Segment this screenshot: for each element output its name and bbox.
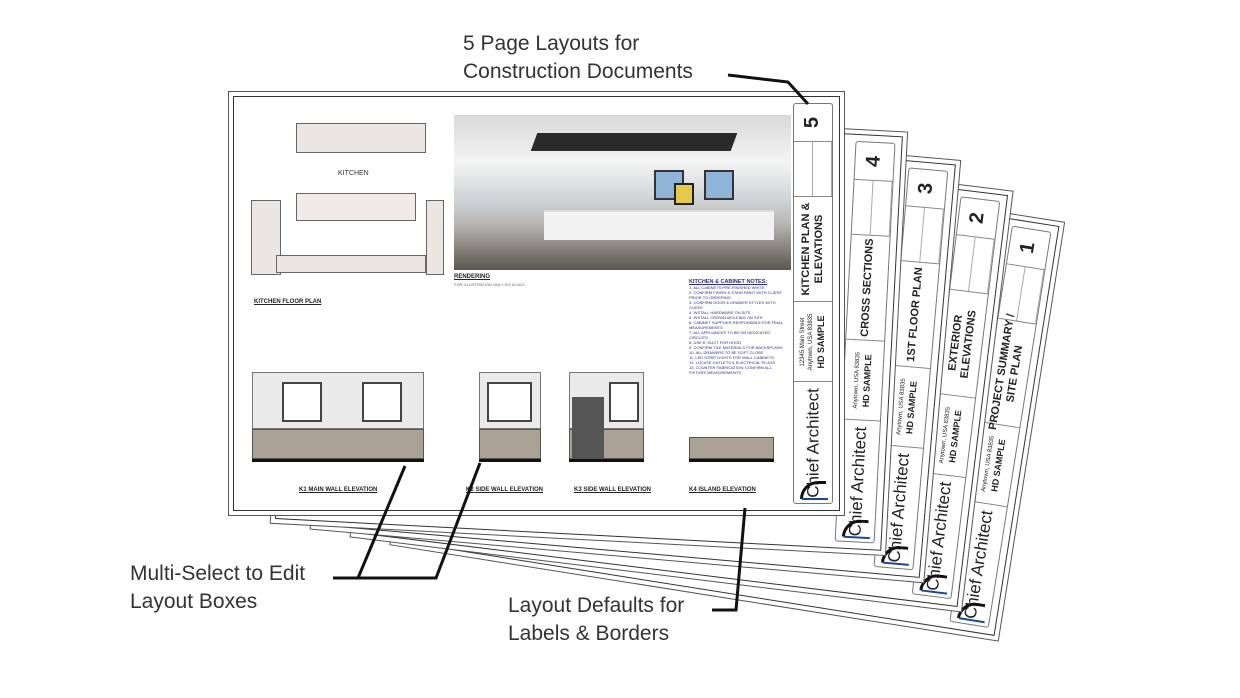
title-block[interactable]: 5 KITCHEN PLAN &ELEVATIONS 12345 Main St… [793,103,833,504]
side-wall-elevation-k2[interactable] [479,372,541,462]
elevation-label: K3 SIDE WALL ELEVATION [574,487,652,493]
kitchen-rendering [454,115,791,270]
kitchen-floor-plan: KITCHEN [246,115,446,275]
elevation-label: K4 ISLAND ELEVATION [689,487,756,493]
chief-architect-logo: Chief Architect [794,382,832,503]
elevation-label: K1 MAIN WALL ELEVATION [299,487,378,493]
leader-line-multiselect-2 [358,462,482,580]
plan-label: KITCHEN FLOOR PLAN [254,299,322,305]
leader-line-defaults [712,507,747,612]
rendering-subtitle: FOR ILLUSTRATION ONLY NO SCALE [454,282,525,287]
leader-line-layouts [727,73,810,106]
side-wall-elevation-k3[interactable] [569,372,644,462]
sheet-5-kitchen: KITCHEN KITCHEN FLOOR PLAN RENDERING FOR… [233,96,840,511]
room-label: KITCHEN [338,170,369,177]
cabinet-notes: KITCHEN & CABINET NOTES: 1. ALL CABINETS… [689,279,783,375]
island-elevation[interactable] [689,437,774,462]
main-wall-elevation[interactable] [252,372,424,462]
rendering-label: RENDERING [454,274,491,280]
leader-line-multiselect-1 [333,465,407,580]
